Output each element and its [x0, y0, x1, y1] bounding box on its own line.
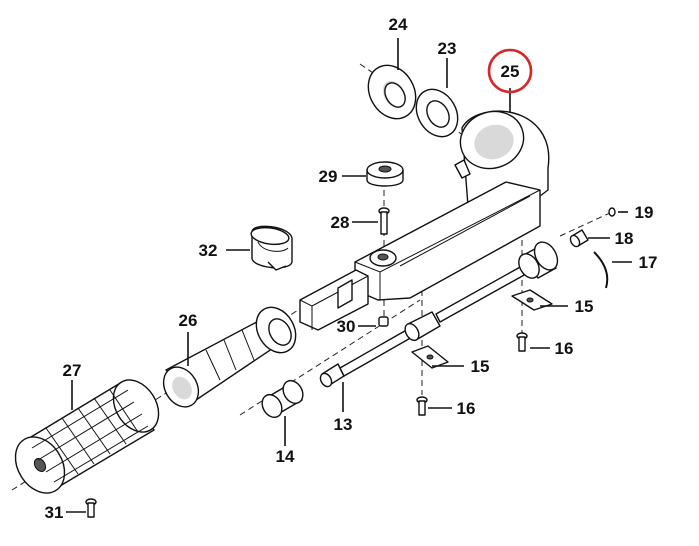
- label-13: 13: [334, 415, 353, 434]
- label-24: 24: [389, 15, 408, 34]
- label-14: 14: [276, 447, 295, 466]
- highlight-circle: [487, 48, 533, 94]
- label-15-left: 15: [471, 357, 490, 376]
- part-28-screw: [378, 207, 390, 235]
- part-30-screw: [378, 316, 389, 327]
- label-15-right: 15: [575, 297, 594, 316]
- part-18-bushing: [569, 229, 589, 248]
- label-30: 30: [337, 317, 356, 336]
- label-16-right: 16: [555, 339, 574, 358]
- part-16-screw-left: [416, 396, 428, 416]
- part-27-rubber-grip: [14, 379, 160, 494]
- part-26-throttle-sleeve: [162, 306, 297, 408]
- leader-lines: [66, 38, 632, 513]
- part-16-screw-right: [516, 332, 528, 352]
- part-17-spring-clip: [593, 251, 609, 289]
- label-27: 27: [63, 361, 82, 380]
- label-19: 19: [635, 203, 654, 222]
- label-16-left: 16: [457, 399, 476, 418]
- part-15-bracket-right: [511, 289, 553, 311]
- label-23: 23: [438, 39, 457, 58]
- part-15-bracket-left: [411, 345, 449, 369]
- label-25: 25: [501, 62, 520, 81]
- part-31-screw: [85, 498, 97, 518]
- part-number-labels: 24 23 25 29 28 32 30 26 27 31 14 13 15 1…: [45, 15, 658, 522]
- part-24-seal-ring: [367, 64, 417, 120]
- label-32: 32: [199, 241, 218, 260]
- label-29: 29: [319, 167, 338, 186]
- part-25-tiller-arm: [299, 110, 550, 331]
- part-19-o-ring: [608, 207, 616, 217]
- part-29-nut: [366, 161, 404, 187]
- label-18: 18: [615, 229, 634, 248]
- part-13-throttle-shaft: [319, 241, 559, 388]
- part-23-washer: [415, 88, 459, 138]
- label-31: 31: [45, 503, 64, 522]
- label-28: 28: [331, 213, 350, 232]
- label-26: 26: [179, 311, 198, 330]
- part-14-bushing: [261, 379, 304, 419]
- part-32-clamp: [250, 225, 293, 271]
- label-17: 17: [639, 253, 658, 272]
